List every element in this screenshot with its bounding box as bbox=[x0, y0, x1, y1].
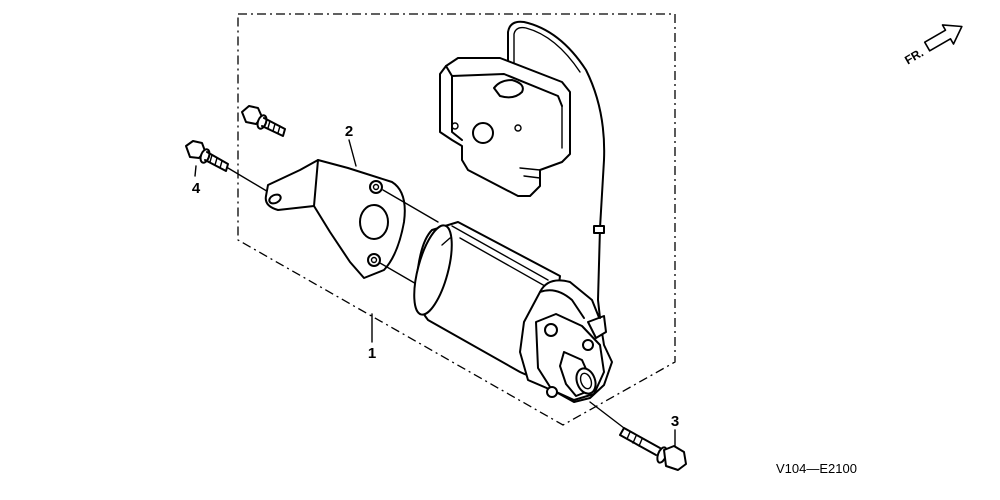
bolt-part-3 bbox=[589, 401, 687, 471]
cable bbox=[507, 20, 606, 319]
bolt-upper bbox=[241, 105, 286, 137]
bracket-part-2 bbox=[264, 159, 439, 286]
front-direction-indicator: FR. bbox=[902, 24, 963, 67]
front-label: FR. bbox=[902, 45, 926, 67]
assembly-boundary bbox=[237, 13, 676, 426]
leader-lines bbox=[194, 139, 676, 447]
callout-part-2: 2 bbox=[345, 123, 353, 140]
arrow-icon bbox=[923, 24, 963, 52]
callout-part-4: 4 bbox=[192, 180, 201, 197]
callout-part-1: 1 bbox=[368, 345, 376, 362]
callout-part-3: 3 bbox=[671, 413, 679, 430]
starter-motor-part-1 bbox=[413, 221, 613, 403]
control-unit bbox=[439, 57, 571, 197]
bolt-part-4 bbox=[185, 140, 271, 194]
diagram-code: V104—E2100 bbox=[776, 461, 857, 476]
